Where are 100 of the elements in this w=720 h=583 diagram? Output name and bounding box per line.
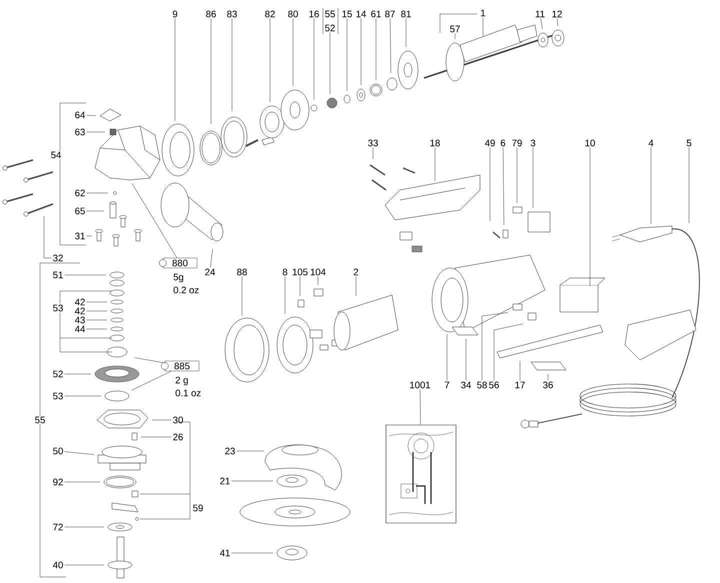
callout-number: 31 bbox=[75, 232, 85, 240]
leader-line bbox=[64, 451, 94, 455]
callout-number: 82 bbox=[265, 10, 275, 18]
leader-line bbox=[231, 552, 274, 554]
callout-number: 30 bbox=[173, 416, 183, 424]
callout-number: 36 bbox=[543, 382, 553, 388]
callout-number: 43 bbox=[74, 316, 85, 324]
callout-number: 80 bbox=[288, 10, 298, 18]
leader-line bbox=[650, 147, 652, 224]
leader-line bbox=[44, 216, 52, 258]
callout-number: 33 bbox=[368, 140, 378, 146]
callout-number: 79 bbox=[512, 140, 522, 146]
leader-line bbox=[494, 324, 524, 381]
quantity-label: 2 g bbox=[176, 376, 188, 386]
leader-line bbox=[86, 210, 104, 212]
callout-number: 7 bbox=[444, 382, 450, 388]
quantity-label: 0.1 oz bbox=[176, 390, 201, 396]
callout-number: 18 bbox=[430, 140, 440, 146]
callout-number: 21 bbox=[220, 478, 230, 484]
callout-number: 62 bbox=[75, 190, 85, 196]
callout-number: 8 bbox=[282, 268, 288, 276]
leader-line bbox=[372, 147, 374, 160]
leader-line bbox=[502, 147, 504, 226]
leader-line bbox=[532, 147, 534, 208]
callout-number: 55 bbox=[324, 10, 336, 18]
callout-number: 1 bbox=[481, 10, 486, 16]
callout-number: 52 bbox=[53, 370, 63, 378]
callout-number: 49 bbox=[484, 140, 495, 146]
leader-line bbox=[482, 312, 508, 381]
callout-number: 17 bbox=[515, 382, 525, 388]
callout-number: 58 bbox=[477, 382, 487, 388]
callout-number: 42 bbox=[74, 298, 85, 306]
callout-number: 104 bbox=[310, 268, 326, 276]
callout-number: 65 bbox=[75, 208, 85, 214]
callout-number: 12 bbox=[552, 10, 562, 18]
callout-number: 9 bbox=[172, 10, 178, 18]
callout-number: 105 bbox=[292, 268, 308, 276]
callout-number: 72 bbox=[53, 524, 63, 530]
leader-line bbox=[557, 18, 558, 26]
leader-line bbox=[210, 18, 212, 124]
leader-line bbox=[390, 18, 392, 74]
leader-line bbox=[140, 436, 172, 438]
callout-number: 92 bbox=[53, 478, 63, 486]
leader-line bbox=[236, 450, 264, 452]
leader-line bbox=[516, 147, 518, 204]
leader-line bbox=[482, 17, 484, 36]
grease-tube: 880 bbox=[159, 258, 198, 268]
leader-line bbox=[688, 147, 690, 224]
leader-line bbox=[64, 564, 104, 566]
leader-line bbox=[446, 334, 448, 381]
callout-number: 5 bbox=[686, 140, 692, 146]
callout-number: 11 bbox=[536, 10, 544, 18]
callout-number: 15 bbox=[342, 10, 352, 18]
callout-number: 53 bbox=[52, 304, 64, 312]
callout-number: 34 bbox=[461, 382, 471, 388]
leader-line bbox=[86, 192, 108, 194]
callout-number: 16 bbox=[309, 10, 319, 18]
callout-number: 81 bbox=[401, 10, 411, 18]
leader-line bbox=[284, 276, 286, 314]
callout-number: 50 bbox=[53, 448, 63, 454]
callout-number: 87 bbox=[385, 10, 395, 18]
callout-number: 2 bbox=[354, 268, 358, 276]
callout-number: 56 bbox=[489, 382, 499, 388]
callout-number: 61 bbox=[371, 10, 381, 18]
leader-line bbox=[540, 18, 543, 30]
leader-line bbox=[434, 147, 436, 182]
leader-line bbox=[231, 480, 274, 482]
leader-line bbox=[64, 274, 106, 276]
leader-line bbox=[420, 389, 421, 425]
callout-number: 59 bbox=[192, 504, 204, 512]
grease-tube: 885 bbox=[161, 360, 200, 372]
callout-number: 26 bbox=[173, 434, 183, 440]
leader-line bbox=[210, 248, 213, 268]
callout-number: 40 bbox=[52, 562, 63, 568]
quantity-label: 0.2 oz bbox=[174, 286, 199, 294]
callout-number: 86 bbox=[206, 10, 216, 18]
leader-line bbox=[346, 18, 348, 92]
leader-line bbox=[64, 526, 104, 528]
callout-number: 57 bbox=[450, 26, 460, 32]
callout-number: 3 bbox=[530, 140, 536, 146]
callout-number: 83 bbox=[227, 10, 237, 18]
leader-line bbox=[454, 33, 456, 40]
callout-number: 53 bbox=[53, 392, 63, 400]
callout-number: 32 bbox=[53, 254, 63, 262]
leader-line bbox=[86, 310, 108, 312]
callout-number: 55 bbox=[34, 416, 46, 424]
callout-number: 24 bbox=[205, 268, 215, 276]
callout-number: 51 bbox=[53, 272, 63, 278]
callout-number: 4 bbox=[648, 140, 654, 146]
leader-line bbox=[292, 18, 294, 86]
leader-line bbox=[86, 115, 96, 116]
callout-number: 14 bbox=[356, 10, 366, 18]
callout-number: 52 bbox=[325, 24, 335, 32]
callout-number: 23 bbox=[225, 448, 235, 454]
callout-number: 88 bbox=[237, 268, 247, 276]
callout-number: 10 bbox=[585, 140, 595, 146]
callout-number: 44 bbox=[74, 326, 85, 332]
quantity-label: 5g bbox=[174, 274, 184, 282]
callout-number: 64 bbox=[75, 112, 85, 118]
leader-line bbox=[134, 357, 166, 364]
